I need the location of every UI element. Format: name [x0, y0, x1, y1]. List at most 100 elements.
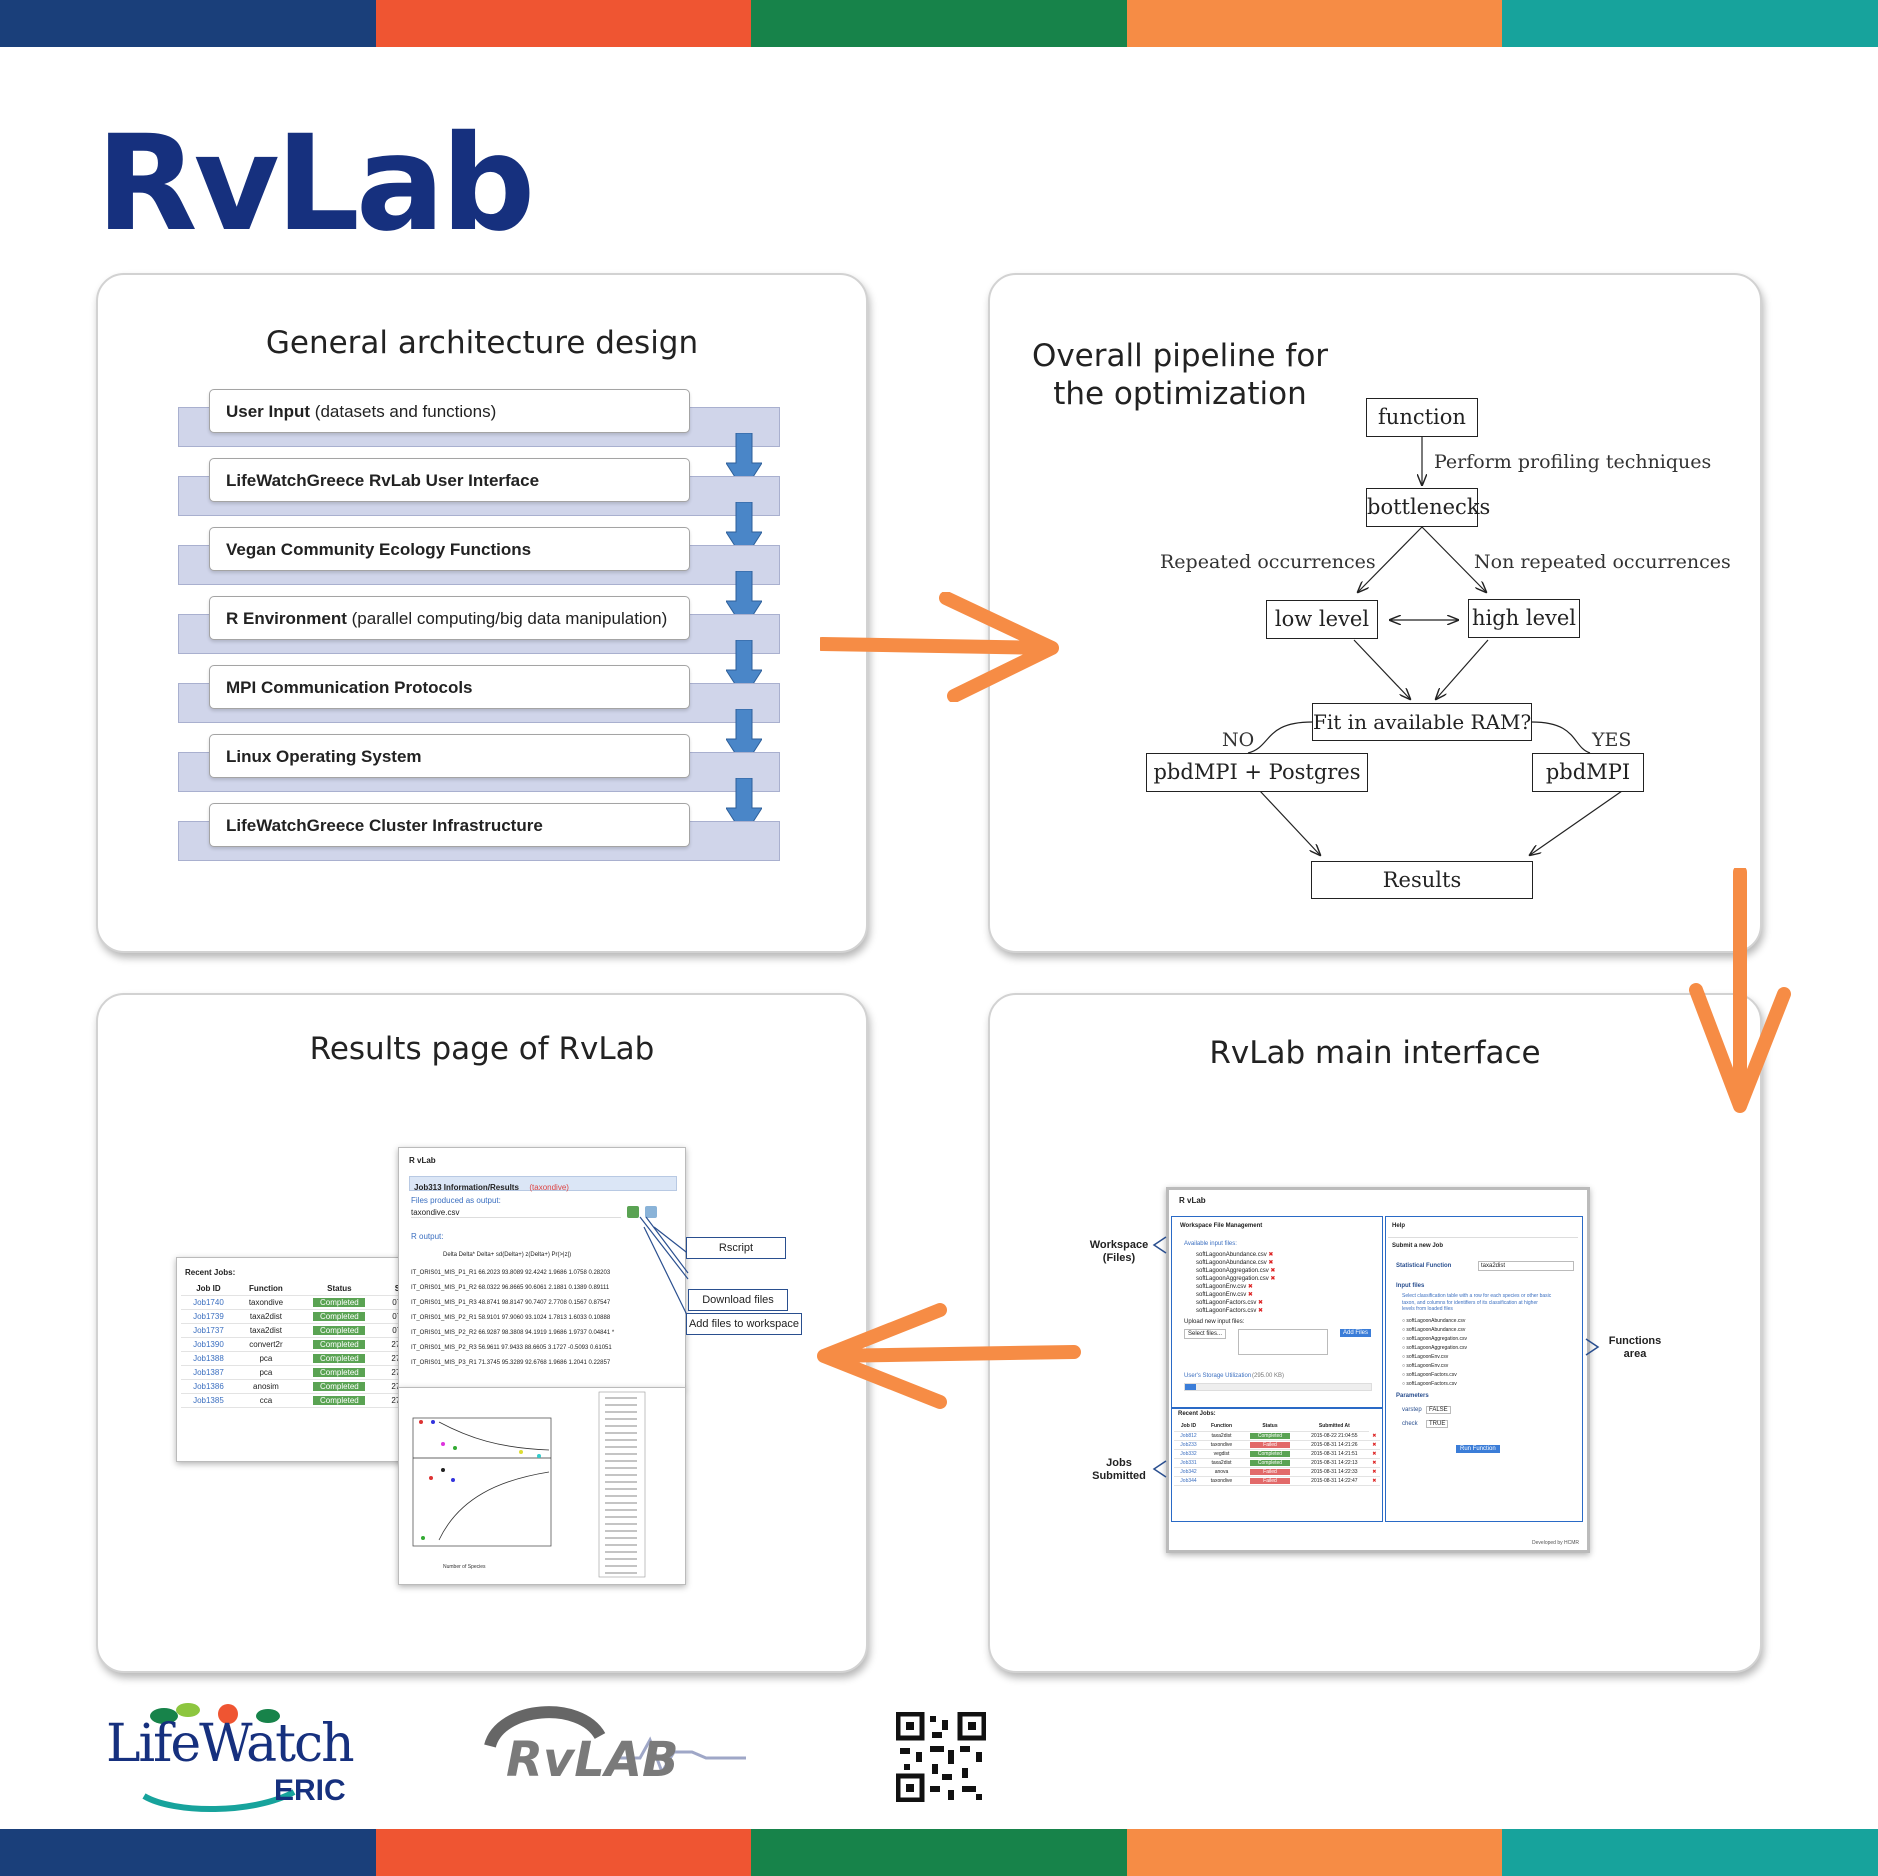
architecture-layer: User Input (datasets and functions) — [209, 389, 690, 433]
callout-add-files: Add files to workspace — [686, 1313, 802, 1335]
radio-icon[interactable]: ○ — [1402, 1354, 1407, 1360]
remove-file-icon[interactable]: ✖ — [1246, 1292, 1253, 1298]
job-id-cell[interactable]: Job332 — [1174, 1449, 1204, 1459]
workspace-file-item[interactable]: softLagoonAggregation.csv ✖ — [1196, 1267, 1275, 1275]
output-file-name[interactable]: taxondive.csv — [411, 1208, 621, 1218]
remove-file-icon[interactable]: ✖ — [1246, 1284, 1253, 1290]
delete-job-icon[interactable]: ✖ — [1368, 1431, 1380, 1441]
input-file-radios: ○ softLagoonAbundance.csv○ softLagoonAbu… — [1402, 1317, 1467, 1389]
input-file-option[interactable]: ○ softLagoonAggregation.csv — [1402, 1335, 1467, 1344]
input-files-description: Select classification table with a row f… — [1402, 1293, 1552, 1312]
add-files-button[interactable]: Add Files — [1340, 1329, 1372, 1337]
radio-icon[interactable]: ○ — [1402, 1381, 1407, 1387]
select-files-button[interactable]: Select files... — [1184, 1329, 1227, 1339]
workspace-file-item[interactable]: softLagoonFactors.csv ✖ — [1196, 1307, 1275, 1315]
lifewatch-eric: ERIC — [274, 1774, 346, 1807]
workspace-file-item[interactable]: softLagoonEnv.csv ✖ — [1196, 1283, 1275, 1291]
job-id-cell[interactable]: Job1737 — [181, 1323, 236, 1338]
radio-icon[interactable]: ○ — [1402, 1372, 1407, 1378]
job-id-cell[interactable]: Job1390 — [181, 1337, 236, 1352]
delete-job-icon[interactable]: ✖ — [1368, 1440, 1380, 1450]
job-id-cell[interactable]: Job233 — [1174, 1440, 1204, 1450]
input-file-option[interactable]: ○ softLagoonEnv.csv — [1402, 1362, 1467, 1371]
job-id-cell[interactable]: Job331 — [1174, 1458, 1204, 1468]
function-cell: vegdist — [1203, 1449, 1240, 1459]
input-file-option[interactable]: ○ softLagoonFactors.csv — [1402, 1380, 1467, 1389]
download-icon[interactable] — [645, 1206, 657, 1218]
workspace-file-item[interactable]: softLagoonFactors.csv ✖ — [1196, 1299, 1275, 1307]
workspace-file-item[interactable]: softLagoonAbundance.csv ✖ — [1196, 1251, 1275, 1259]
job-id-cell[interactable]: Job1740 — [181, 1295, 236, 1310]
delete-job-icon[interactable]: ✖ — [1368, 1467, 1380, 1477]
radio-icon[interactable]: ○ — [1402, 1363, 1407, 1369]
delete-job-icon[interactable]: ✖ — [1368, 1476, 1380, 1486]
column-header: Function — [1203, 1421, 1240, 1432]
job-id-cell[interactable]: Job1739 — [181, 1309, 236, 1324]
radio-icon[interactable]: ○ — [1402, 1318, 1407, 1324]
workspace-file-item[interactable]: softLagoonAbundance.csv ✖ — [1196, 1259, 1275, 1267]
input-file-option[interactable]: ○ softLagoonFactors.csv — [1402, 1371, 1467, 1380]
param-check-select[interactable]: TRUE — [1426, 1420, 1449, 1428]
radio-icon[interactable]: ○ — [1402, 1336, 1407, 1342]
remove-file-icon[interactable]: ✖ — [1256, 1308, 1264, 1314]
delete-job-icon[interactable]: ✖ — [1368, 1449, 1380, 1459]
input-file-option[interactable]: ○ softLagoonEnv.csv — [1402, 1353, 1467, 1362]
job-id-cell[interactable]: Job812 — [1174, 1431, 1204, 1441]
workspace-file-item[interactable]: softLagoonAggregation.csv ✖ — [1196, 1275, 1275, 1283]
remove-file-icon[interactable]: ✖ — [1266, 1260, 1274, 1266]
remove-file-icon[interactable]: ✖ — [1266, 1252, 1274, 1258]
radio-icon[interactable]: ○ — [1402, 1345, 1407, 1351]
job-id-cell[interactable]: Job342 — [1174, 1467, 1204, 1477]
r-output-row: IT_ORIS01_MIS_P1_R2 68.0322 96.8665 90.6… — [411, 1285, 610, 1291]
rscript-icon[interactable] — [627, 1206, 639, 1218]
remove-file-icon[interactable]: ✖ — [1268, 1268, 1276, 1274]
top-color-stripe — [0, 0, 1878, 47]
status-cell: Completed — [1239, 1449, 1300, 1459]
stat-function-select[interactable]: taxa2dist — [1478, 1261, 1574, 1271]
job-id-cell[interactable]: Job1386 — [181, 1379, 236, 1394]
input-file-name: softLagoonFactors.csv — [1406, 1381, 1457, 1387]
detail-brand: R vLab — [409, 1156, 436, 1165]
remove-file-icon[interactable]: ✖ — [1256, 1300, 1264, 1306]
column-header: Job ID — [1174, 1421, 1204, 1432]
column-header: Status — [296, 1282, 383, 1296]
input-file-option[interactable]: ○ softLagoonAggregation.csv — [1402, 1344, 1467, 1353]
delete-job-icon[interactable]: ✖ — [1368, 1458, 1380, 1468]
qr-code-icon[interactable] — [896, 1712, 986, 1802]
drop-zone[interactable] — [1238, 1329, 1328, 1355]
page-title: RvLab — [96, 107, 535, 261]
status-cell: Completed — [296, 1379, 383, 1394]
job-header-sub: (taxondive) — [529, 1183, 569, 1192]
workspace-file-item[interactable]: softLagoonEnv.csv ✖ — [1196, 1291, 1275, 1299]
radio-icon[interactable]: ○ — [1402, 1327, 1407, 1333]
job-id-cell[interactable]: Job1385 — [181, 1393, 236, 1408]
input-file-option[interactable]: ○ softLagoonAbundance.csv — [1402, 1326, 1467, 1335]
storage-bar-fill — [1185, 1384, 1197, 1390]
param-varstep-select[interactable]: FALSE — [1426, 1406, 1451, 1414]
input-file-option[interactable]: ○ softLagoonAbundance.csv — [1402, 1317, 1467, 1326]
footer-credit: Developed by HCMR — [1532, 1540, 1579, 1546]
job-id-cell[interactable]: Job1388 — [181, 1351, 236, 1366]
run-function-button[interactable]: Run Function — [1456, 1445, 1500, 1453]
remove-file-icon[interactable]: ✖ — [1268, 1276, 1276, 1282]
job-id-cell[interactable]: Job344 — [1174, 1476, 1204, 1486]
pipeline-connectors — [1247, 437, 1623, 951]
status-badge: Completed — [313, 1368, 366, 1377]
job-id-cell[interactable]: Job1387 — [181, 1365, 236, 1380]
